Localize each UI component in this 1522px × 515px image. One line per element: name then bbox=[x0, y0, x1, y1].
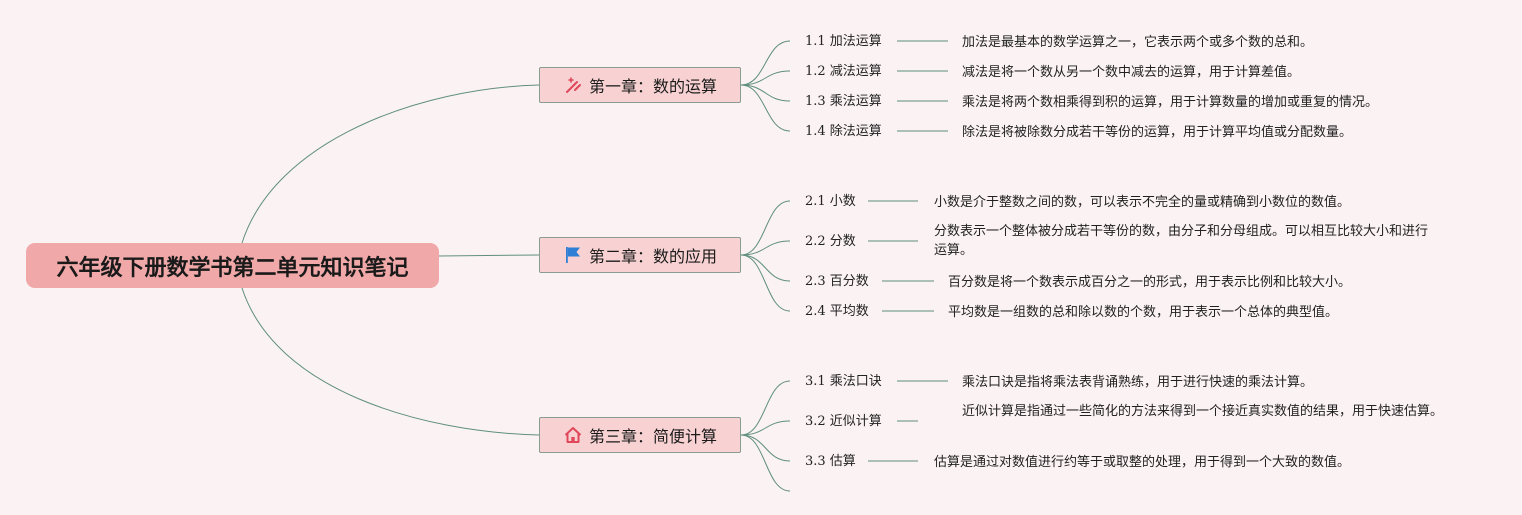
root-to-chapter-3-line bbox=[241, 287, 540, 436]
home-icon bbox=[563, 425, 583, 445]
flag-icon bbox=[563, 245, 583, 265]
topic-description: 分数表示一个整体被分成若干等份的数，由分子和分母组成。可以相互比较大小和进行运算… bbox=[934, 224, 1429, 258]
topic-description: 百分数是将一个数表示成百分之一的形式，用于表示比例和比较大小。 bbox=[948, 275, 1352, 290]
topic-label[interactable]: 2.1 小数 bbox=[805, 194, 856, 209]
chapter-2-branch-line bbox=[740, 254, 791, 282]
topic-description: 小数是介于整数之间的数，可以表示不完全的量或精确到小数位的数值。 bbox=[934, 195, 1351, 210]
chapter-node-1[interactable]: 第一章：数的运算 bbox=[539, 67, 741, 103]
root-to-chapter-2-line bbox=[438, 254, 540, 257]
topic-label[interactable]: 3.2 近似计算 bbox=[805, 414, 882, 429]
chapter-1-branch-line bbox=[740, 84, 791, 132]
topic-description: 平均数是一组数的总和除以数的个数，用于表示一个总体的典型值。 bbox=[948, 305, 1339, 320]
topic-description: 乘法是将两个数相乘得到积的运算，用于计算数量的增加或重复的情况。 bbox=[962, 95, 1379, 110]
chapter-3-branch-line bbox=[740, 420, 791, 436]
topic-label[interactable]: 2.3 百分数 bbox=[805, 274, 869, 289]
root-node[interactable]: 六年级下册数学书第二单元知识笔记 bbox=[26, 243, 439, 288]
topic-label[interactable]: 1.4 除法运算 bbox=[805, 124, 882, 139]
chapter-3-branch-line bbox=[740, 380, 791, 436]
chapter-title: 第一章：数的运算 bbox=[588, 77, 717, 96]
chapter-1-branch-line bbox=[740, 84, 791, 102]
topic-label[interactable]: 1.2 减法运算 bbox=[805, 64, 882, 79]
chapter-1-branch-line bbox=[740, 70, 791, 86]
topic-label[interactable]: 1.3 乘法运算 bbox=[805, 94, 882, 109]
topic-label[interactable]: 3.3 估算 bbox=[805, 454, 856, 469]
chapter-3-branch-line bbox=[740, 434, 791, 492]
topic-label[interactable]: 2.2 分数 bbox=[805, 234, 856, 249]
topic-description: 除法是将被除数分成若干等份的运算，用于计算平均值或分配数量。 bbox=[962, 125, 1353, 140]
chapter-title: 第二章：数的应用 bbox=[588, 247, 717, 266]
chapter-2-branch-line bbox=[740, 254, 791, 312]
topic-description: 减法是将一个数从另一个数中减去的运算，用于计算差值。 bbox=[962, 65, 1301, 80]
topic-description: 乘法口诀是指将乘法表背诵熟练，用于进行快速的乘法计算。 bbox=[962, 375, 1314, 390]
topic-description: 近似计算是指通过一些简化的方法来得到一个接近真实数值的结果，用于快速估算。 bbox=[962, 404, 1444, 419]
topic-label[interactable]: 3.1 乘法口诀 bbox=[805, 374, 882, 389]
topic-label[interactable]: 1.1 加法运算 bbox=[805, 34, 882, 49]
root-to-chapter-1-line bbox=[241, 84, 540, 244]
magic-wand-icon bbox=[563, 75, 583, 95]
topic-description: 加法是最基本的数学运算之一，它表示两个或多个数的总和。 bbox=[962, 35, 1314, 50]
chapter-2-branch-line bbox=[740, 240, 791, 256]
root-title: 六年级下册数学书第二单元知识笔记 bbox=[56, 255, 409, 281]
chapter-1-branch-line bbox=[740, 40, 791, 86]
topic-description: 估算是通过对数值进行约等于或取整的处理，用于得到一个大致的数值。 bbox=[934, 455, 1351, 470]
topic-label[interactable]: 2.4 平均数 bbox=[805, 304, 869, 319]
chapter-node-3[interactable]: 第三章：简便计算 bbox=[539, 417, 741, 453]
chapter-2-branch-line bbox=[740, 200, 791, 256]
chapter-title: 第三章：简便计算 bbox=[588, 427, 717, 446]
chapter-3-branch-line bbox=[740, 434, 791, 462]
chapter-node-2[interactable]: 第二章：数的应用 bbox=[539, 237, 741, 273]
